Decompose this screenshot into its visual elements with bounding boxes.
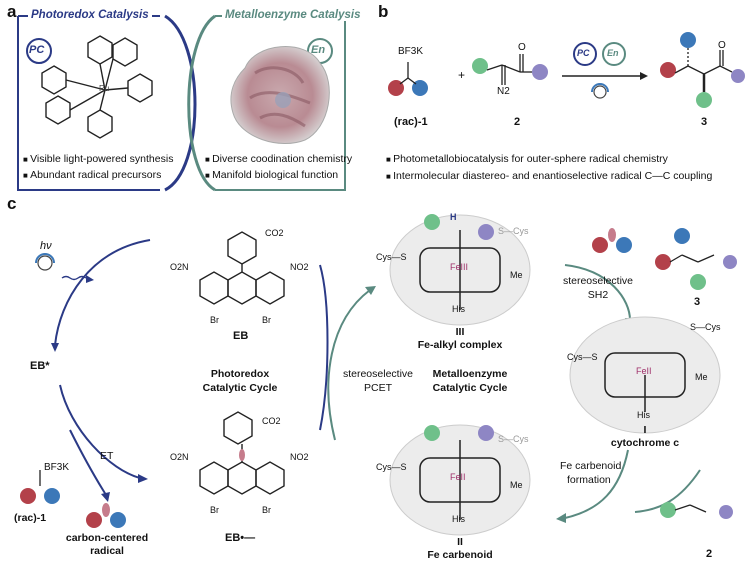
b-bullet-1: Photometallobiocatalysis for outer-spher… — [386, 153, 668, 165]
no2-right: NO2 — [290, 262, 309, 272]
me-label-ii: Me — [510, 480, 523, 490]
no2-left-2: O2N — [170, 452, 189, 462]
et-label: ET — [100, 450, 114, 462]
pc-badge-icon — [26, 38, 52, 64]
compound-2-label: 2 — [514, 116, 521, 128]
br-left: Br — [210, 315, 219, 325]
panel-a-letter: a — [7, 2, 17, 21]
plus-sign: + — [458, 68, 466, 82]
en-bullet-2: Manifold biological function — [205, 169, 338, 181]
panel-c-letter: c — [7, 194, 17, 213]
pc-bullet-1: Visible light-powered synthesis — [23, 153, 173, 165]
br-right-2: Br — [262, 505, 271, 515]
complex-iii-name: Fe-alkyl complex — [417, 339, 503, 351]
br-right: Br — [262, 315, 271, 325]
metallo-cycle-label-1: Metalloenzyme — [432, 368, 508, 380]
en-bullet-1: Diverse coodination chemistry — [205, 153, 352, 165]
pcet-label-1: stereoselective — [342, 368, 414, 380]
diazo-2-label-c: 2 — [706, 548, 713, 560]
ru-bipyridine-structure — [41, 35, 153, 139]
complex-ii-num: II — [457, 536, 463, 548]
no2-right-2: NO2 — [290, 452, 309, 462]
bf3k-label-c: BF3K — [44, 462, 70, 473]
h-label: H — [450, 212, 457, 222]
bf3k-label-b: BF3K — [398, 46, 424, 57]
s-cys-label-ii: S—Cys — [498, 434, 529, 444]
metallo-cycle-label-2: Catalytic Cycle — [432, 382, 508, 394]
b-bullet-2: Intermolecular diastereo- and enantiosel… — [386, 170, 712, 182]
co2-bottom: CO2 — [262, 416, 281, 426]
fe3-label: FeIII — [450, 262, 469, 272]
cytochrome-num: I — [643, 424, 647, 436]
s-cys-label-i: S—Cys — [690, 322, 721, 332]
me-label-i: Me — [695, 372, 708, 382]
o-label-2: O — [518, 42, 526, 53]
fe2-label-i: FeII — [636, 366, 652, 376]
pc-small-badge: PC — [577, 48, 590, 58]
rac1-label-c: (rac)-1 — [14, 512, 47, 524]
s-cys-label-iii: S—Cys — [498, 226, 529, 236]
cys-s-label-ii: Cys—S — [376, 462, 407, 472]
eb-star-label: EB* — [30, 360, 50, 372]
cys-s-label-iii: Cys—S — [376, 252, 407, 262]
no2-left: O2N — [170, 262, 189, 272]
enzyme-structure-image — [230, 46, 330, 144]
eb-label: EB — [233, 330, 249, 342]
en-badge-label: En — [311, 44, 326, 56]
his-label-ii: His — [452, 514, 465, 524]
me-label-iii: Me — [510, 270, 523, 280]
metalloenzyme-header: Metalloenzyme Catalysis — [222, 9, 364, 21]
formation-label-1: Fe carbenoid — [560, 460, 622, 472]
panel-b-scheme — [388, 32, 745, 108]
photoredox-cycle-label-1: Photoredox — [210, 368, 270, 380]
co2-top: CO2 — [265, 228, 284, 238]
photoredox-cycle-label-2: Catalytic Cycle — [202, 382, 278, 394]
en-small-badge: En — [607, 48, 619, 58]
eb-radical-label: EB•— — [225, 532, 256, 544]
panel-b-letter: b — [378, 2, 389, 21]
radical-label-2: radical — [90, 545, 124, 557]
formation-label-2: formation — [567, 474, 611, 486]
photoredox-header: Photoredox Catalysis — [28, 9, 152, 21]
ru-center-label: Ru — [99, 84, 110, 93]
product-3-label-c: 3 — [694, 296, 701, 308]
pc-badge-label: PC — [29, 44, 45, 56]
radical-label-1: carbon-centered — [65, 532, 149, 544]
pc-bullet-2: Abundant radical precursors — [23, 169, 161, 181]
complex-iii-num: III — [455, 326, 465, 338]
compound-1-label: (rac)-1 — [394, 116, 428, 128]
complex-ii-name: Fe carbenoid — [427, 549, 493, 561]
hv-label: hν — [40, 240, 52, 252]
compound-3-label: 3 — [701, 116, 708, 128]
pcet-label-2: PCET — [363, 382, 392, 394]
n2-label-2: N2 — [497, 86, 510, 97]
his-label-iii: His — [452, 304, 465, 314]
his-label-i: His — [637, 410, 650, 420]
fe2-label-ii: FeII — [450, 472, 466, 482]
br-left-2: Br — [210, 505, 219, 515]
o-label-3: O — [718, 40, 726, 51]
sh2-label-1: stereoselective — [562, 275, 634, 287]
cytochrome-name: cytochrome c — [610, 437, 680, 449]
sh2-label-2: SH2 — [587, 289, 609, 301]
cys-s-label-i: Cys—S — [567, 352, 598, 362]
